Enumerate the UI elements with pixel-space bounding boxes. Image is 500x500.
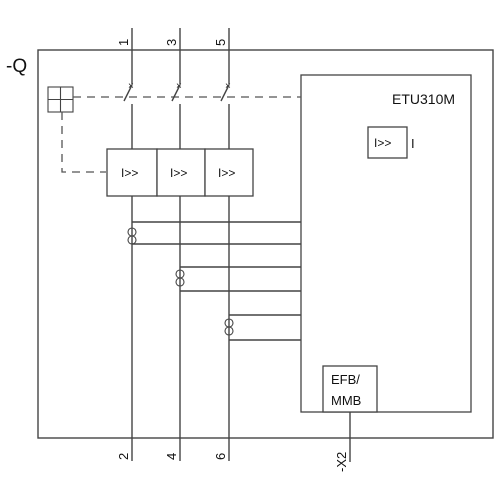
terminal-bottom-2: 2 xyxy=(116,453,131,460)
connector-label-line2: MMB xyxy=(331,393,361,408)
release-label-1: I>> xyxy=(121,166,138,180)
device-designation: -Q xyxy=(6,56,27,77)
release-label-3: I>> xyxy=(218,166,235,180)
release-box-1 xyxy=(106,148,158,197)
device-enclosure xyxy=(37,49,494,439)
terminal-bottom-6: 6 xyxy=(213,453,228,460)
terminal-bottom-4: 4 xyxy=(164,453,179,460)
terminal-top-1: 1 xyxy=(116,39,131,46)
trip-unit-box xyxy=(300,74,472,413)
trip-unit-name: ETU310M xyxy=(392,91,455,107)
trip-unit-function-suffix: I xyxy=(411,136,415,151)
release-label-2: I>> xyxy=(170,166,187,180)
trip-unit-function-box xyxy=(367,126,408,159)
operator-symbol xyxy=(47,86,74,113)
release-box-2 xyxy=(156,148,206,197)
terminal-top-3: 3 xyxy=(164,39,179,46)
current-transformer-2 xyxy=(175,266,301,292)
connector-label-line1: EFB/ xyxy=(331,372,360,387)
release-box-3 xyxy=(204,148,254,197)
current-transformer-3 xyxy=(224,314,301,341)
connector-designation: -X2 xyxy=(334,452,349,472)
current-transformer-1 xyxy=(127,221,301,245)
trip-unit-function-label: I>> xyxy=(374,136,391,150)
terminal-top-5: 5 xyxy=(213,39,228,46)
release-link-dashed xyxy=(61,112,106,173)
